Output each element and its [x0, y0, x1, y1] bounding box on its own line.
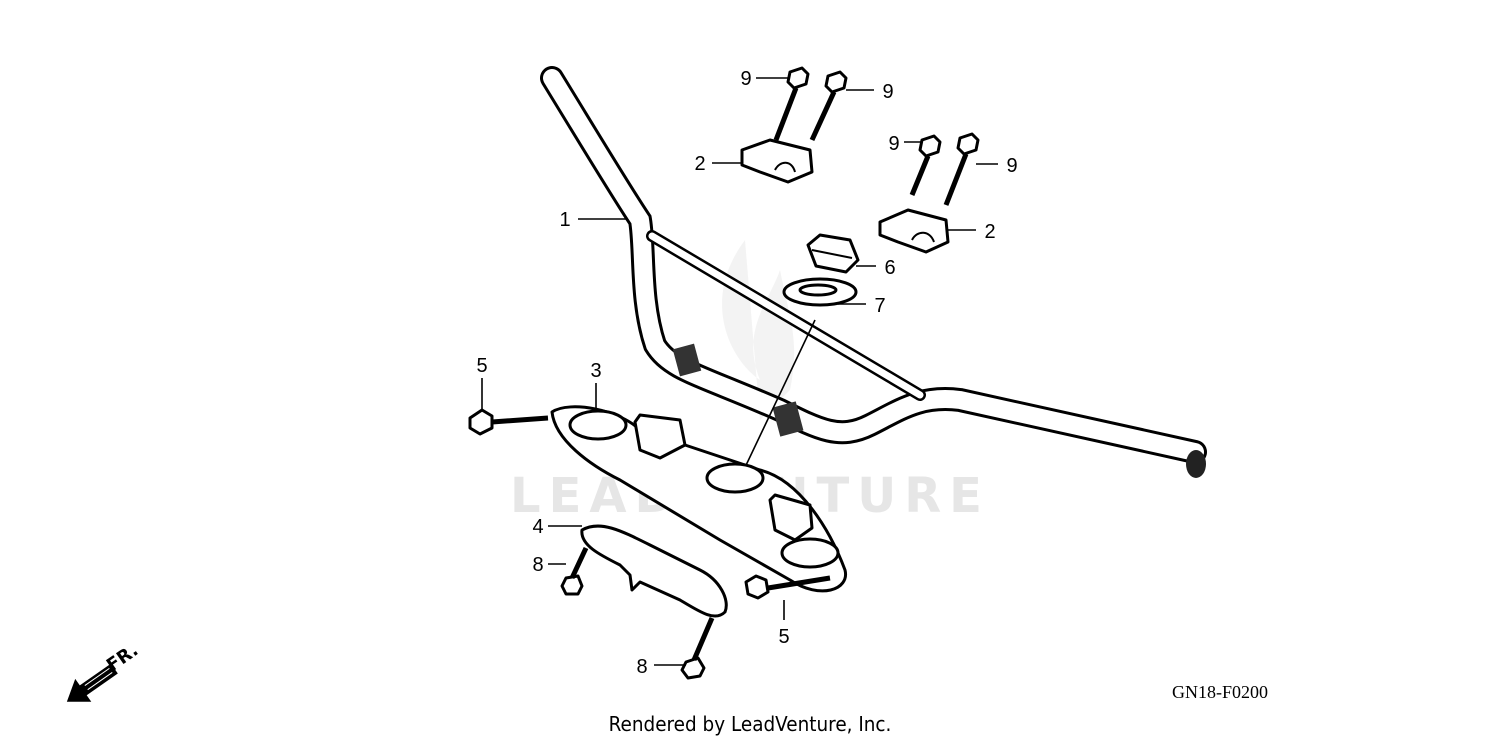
callout-holder-bolt: 9	[888, 133, 899, 155]
callout-bracket-plate: 4	[532, 516, 543, 538]
callout-lower-holder: 3	[590, 360, 601, 382]
callout-upper-holder: 2	[984, 221, 995, 243]
leader-lines	[481, 77, 998, 666]
stem-nut	[806, 233, 860, 274]
handlebar-upper-holder-right	[878, 208, 950, 254]
callout-holder-bolt: 9	[882, 81, 893, 103]
bracket-bolt	[680, 617, 715, 680]
callout-holder-bolt: 9	[740, 68, 751, 90]
holder-bolt	[943, 132, 980, 206]
callout-flange-bolt: 5	[778, 626, 789, 648]
callout-holder-bolt: 9	[1006, 155, 1017, 177]
callout-bracket-bolt: 8	[636, 656, 647, 678]
stem-washer	[782, 277, 858, 307]
handlebar-lower-holder	[550, 405, 847, 593]
diagram-code: GN18-F0200	[1172, 682, 1268, 702]
holder-bracket-plate	[580, 524, 728, 618]
rendered-by-footer: Rendered by LeadVenture, Inc.	[608, 712, 892, 736]
handlebar	[540, 66, 1207, 478]
callout-stem-nut: 6	[884, 257, 895, 279]
callout-upper-holder: 2	[694, 153, 705, 175]
holder-bolt	[809, 70, 848, 142]
callout-bracket-bolt: 8	[532, 554, 543, 576]
holder-bolt	[909, 134, 942, 196]
holder-bolt	[773, 66, 810, 141]
flange-bolt	[744, 574, 831, 600]
flange-bolt	[468, 408, 549, 436]
front-direction-arrow-icon	[66, 663, 118, 702]
callout-flange-bolt: 5	[476, 355, 487, 377]
callout-stem-washer: 7	[874, 295, 885, 317]
callout-handlebar: 1	[559, 209, 570, 231]
bracket-bolt	[560, 546, 589, 596]
handlebar-upper-holder-left	[740, 138, 814, 184]
